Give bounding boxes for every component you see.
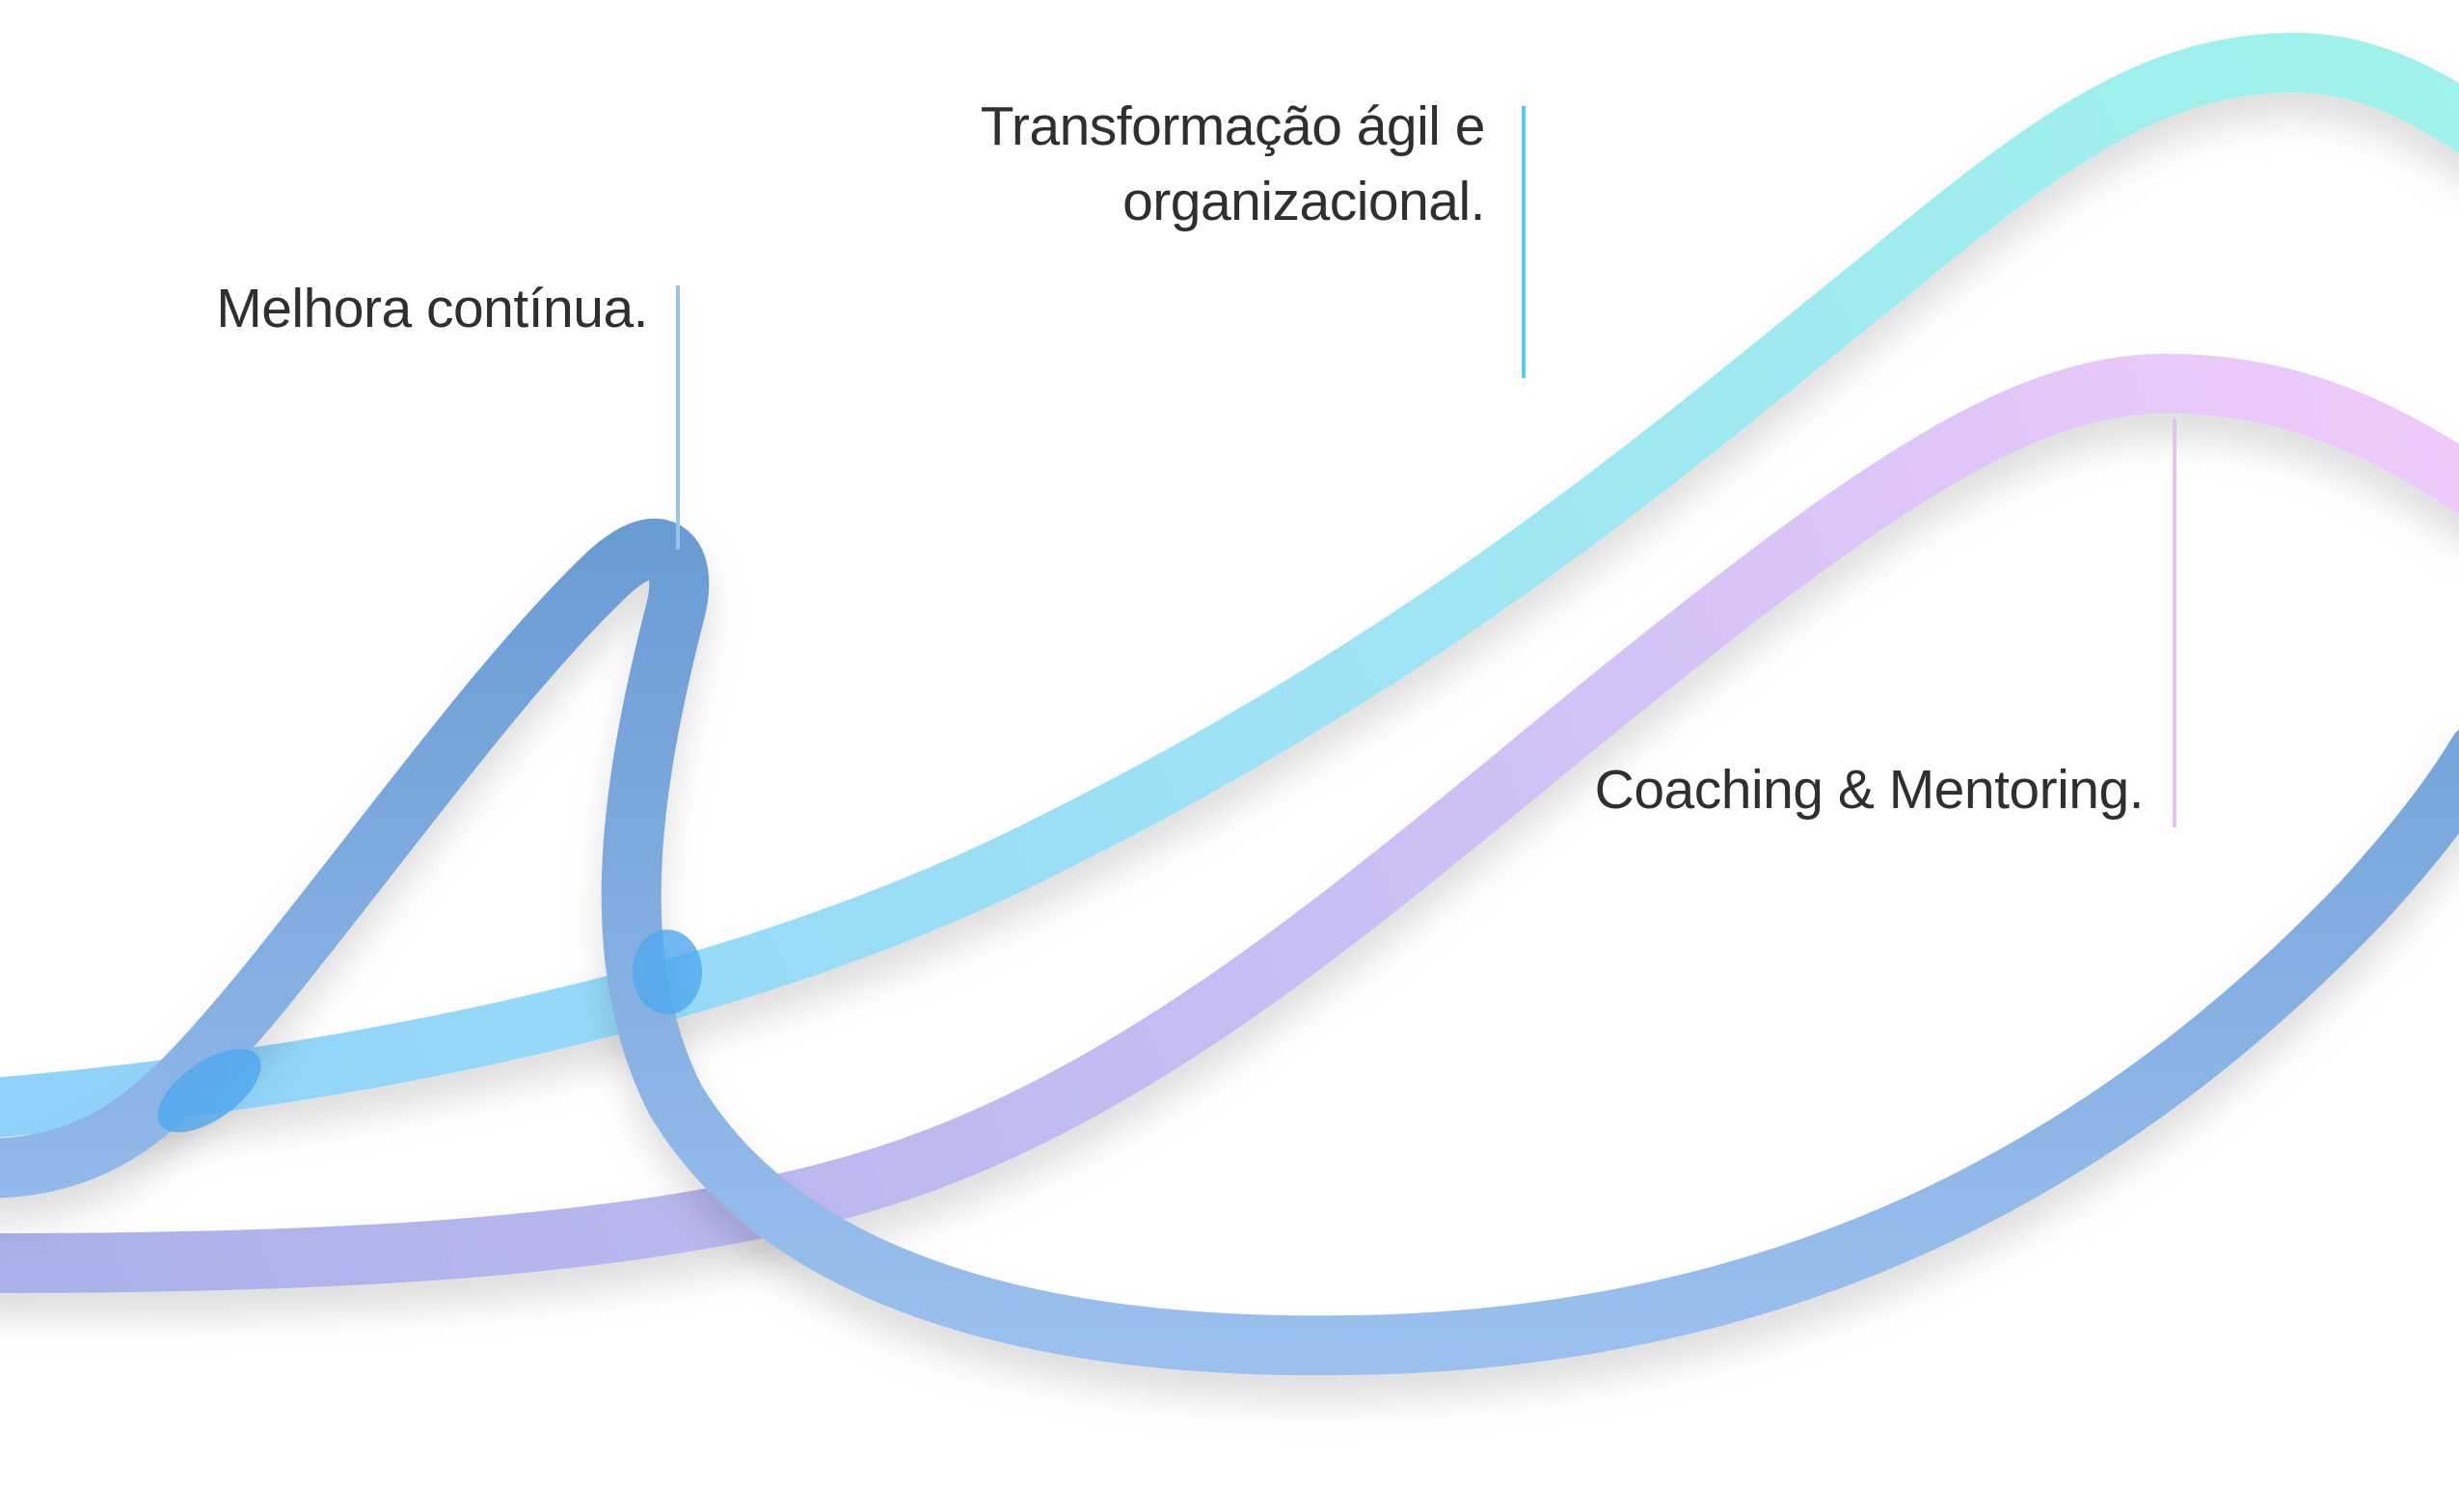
lilac-wave: [0, 353, 2459, 1293]
label-transformacao-agil: Transformação ágil e organizacional.: [980, 95, 1486, 232]
overlap-highlights: [157, 930, 702, 1133]
label-melhora-continua: Melhora contínua.: [216, 278, 648, 339]
blue-loop-wave: [0, 518, 2459, 1376]
label-coaching-mentoring: Coaching & Mentoring.: [1594, 759, 2145, 821]
cyan-wave: [0, 32, 2459, 1138]
